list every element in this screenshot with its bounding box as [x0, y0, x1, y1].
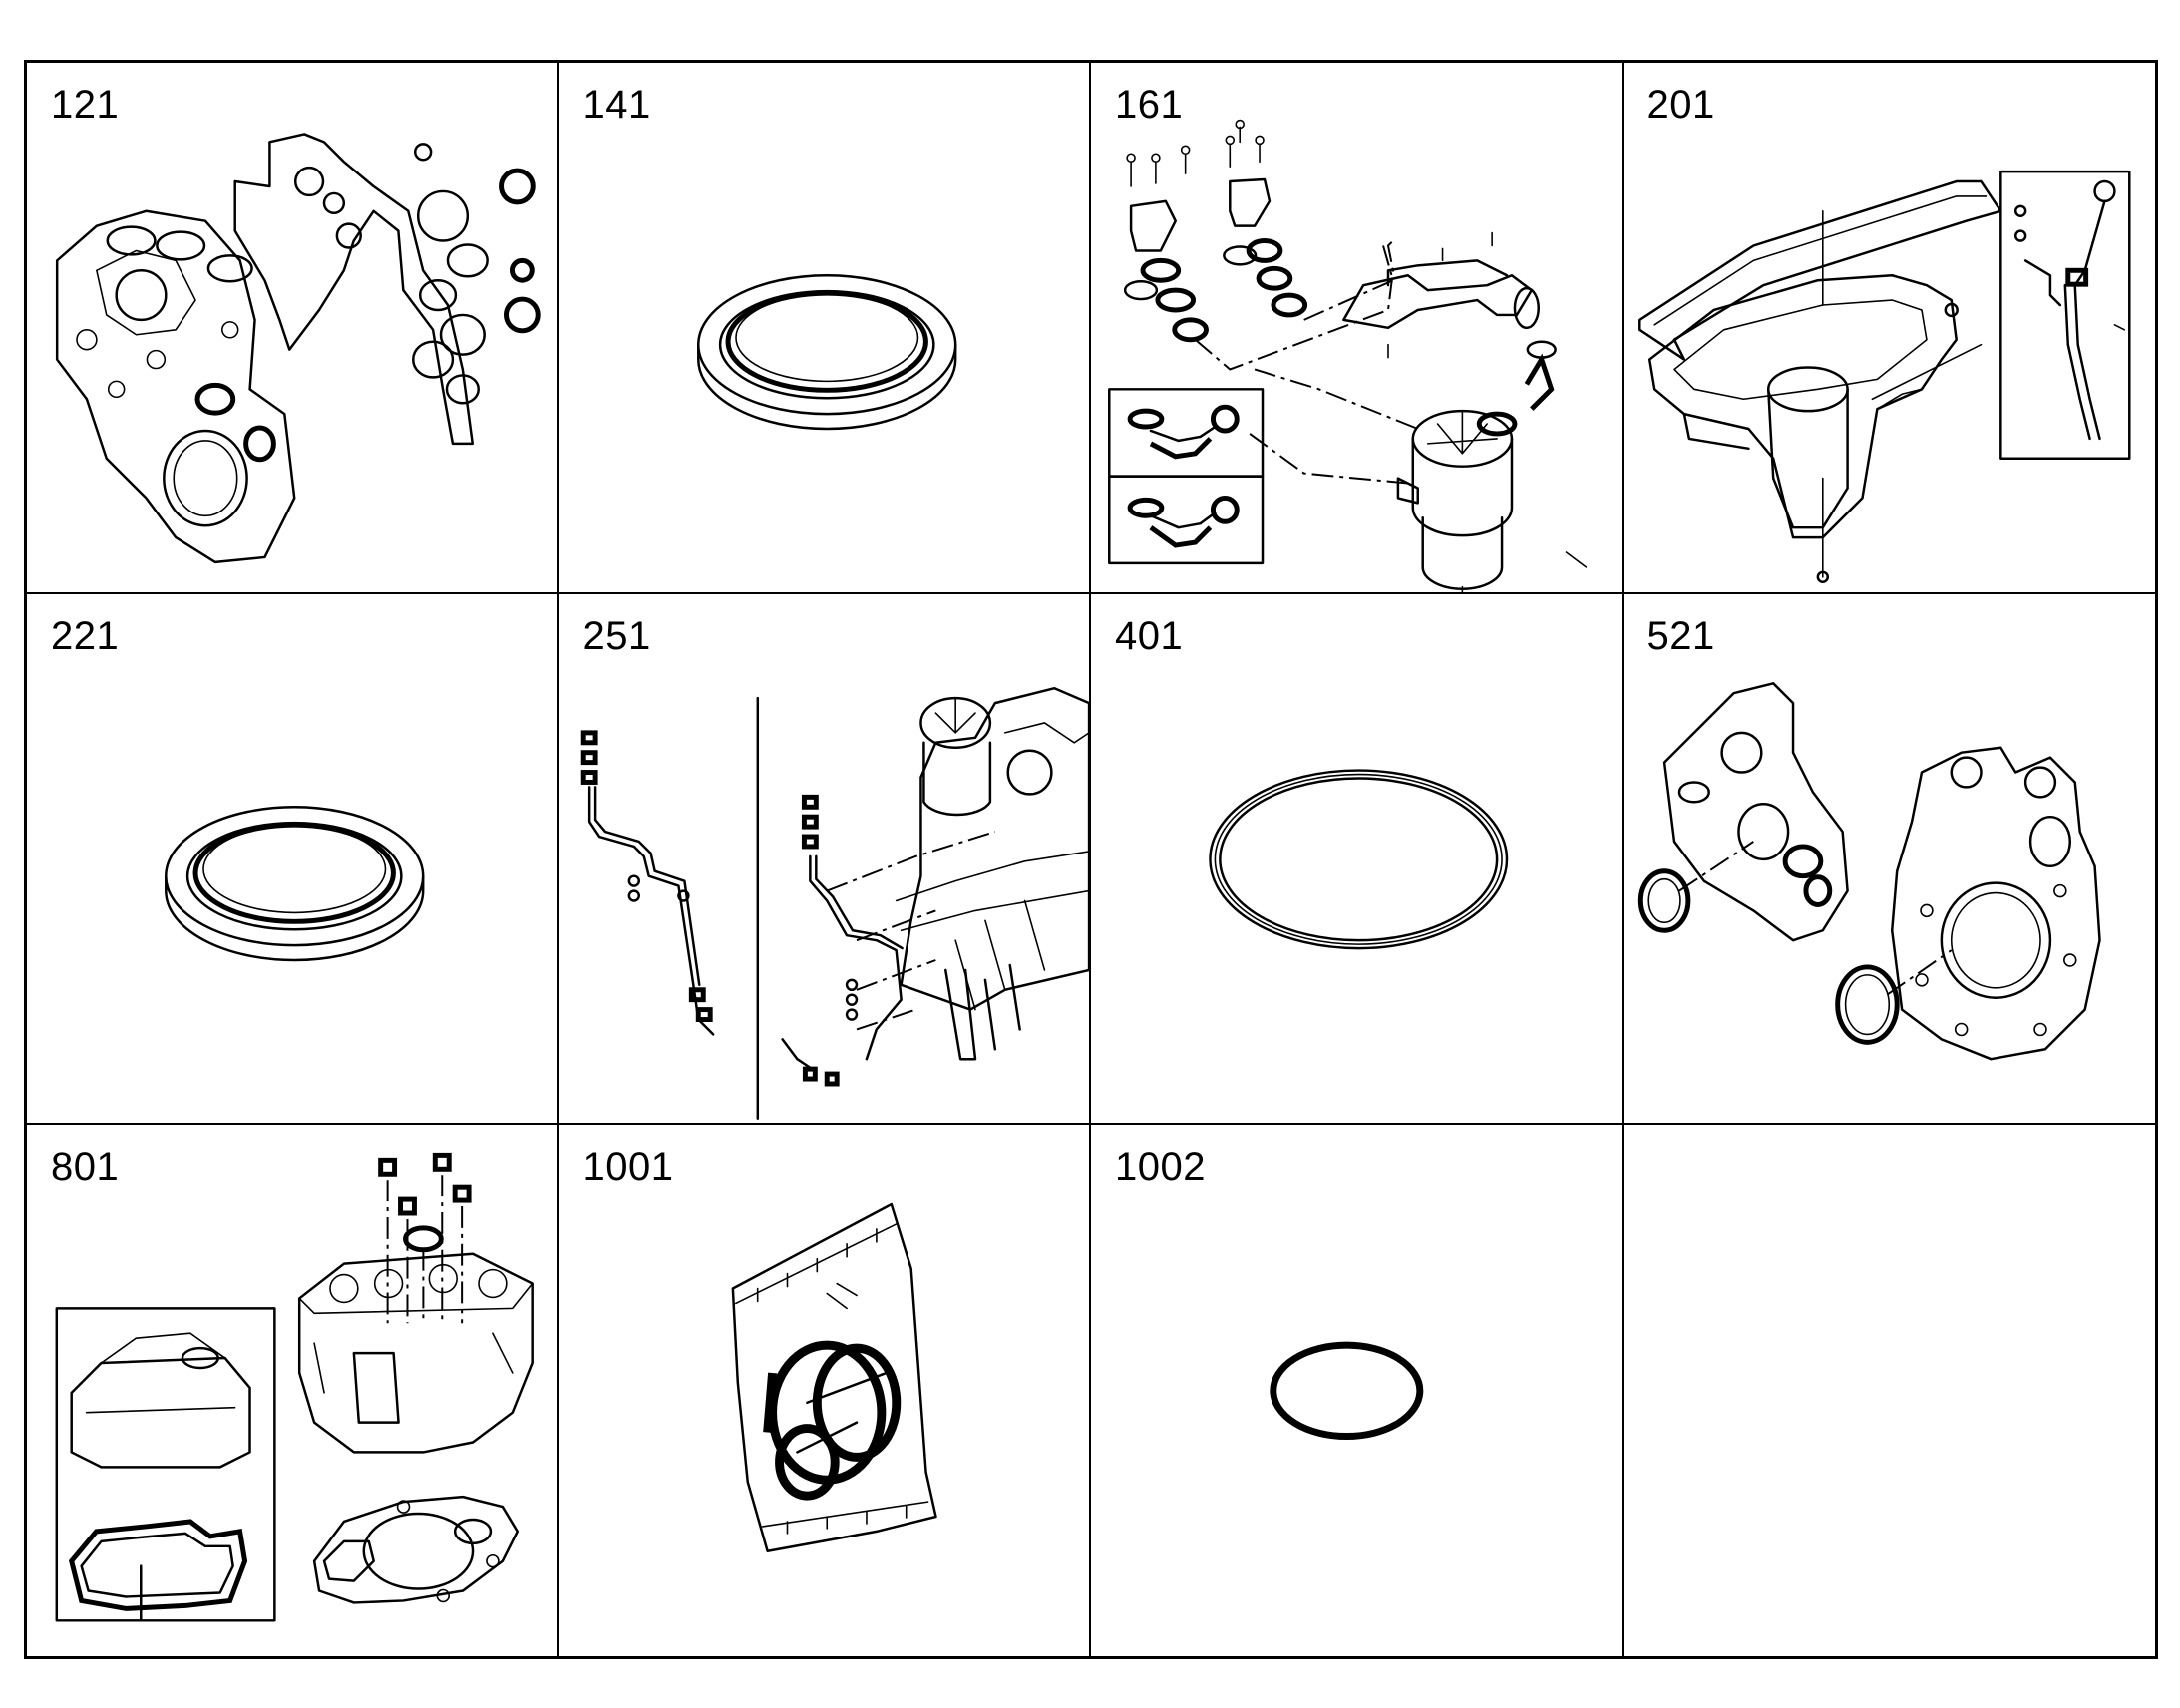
seal-ring-bag-icon: [731, 1203, 937, 1553]
part-cell-801[interactable]: 801: [27, 1125, 559, 1656]
part-cell-221[interactable]: 221: [27, 593, 559, 1126]
part-number-label: 1002: [1115, 1145, 1206, 1190]
part-number-label: 1001: [582, 1145, 674, 1190]
part-cell-161[interactable]: 161: [1091, 63, 1624, 594]
oil-pan-gasket-dipstick-icon: [1637, 170, 2131, 583]
radial-shaft-seal-icon: [165, 805, 425, 961]
part-cell-141[interactable]: 141: [558, 63, 1091, 594]
parts-grid: 121: [24, 60, 2158, 1659]
part-cell-1001[interactable]: 1001: [559, 1125, 1091, 1656]
part-cell-521[interactable]: 521: [1623, 594, 2155, 1126]
part-cell-401[interactable]: 401: [1091, 593, 1624, 1126]
part-number-label: 141: [582, 83, 651, 127]
part-number-label: 521: [1646, 613, 1715, 658]
part-number-label: 251: [582, 613, 651, 658]
part-number-label: 801: [51, 1145, 120, 1190]
oil-line-kit-icon: [580, 686, 1089, 1120]
oil-separator-hose-kit-icon: [1108, 119, 1588, 592]
empty-cell: [1624, 1125, 2156, 1656]
part-number-label: 221: [51, 613, 120, 658]
timing-cover-gasket-kit-icon: [55, 133, 541, 564]
o-ring-small-icon: [1270, 1341, 1424, 1441]
part-cell-121[interactable]: 121: [27, 63, 559, 594]
part-cell-201[interactable]: 201: [1623, 63, 2155, 594]
part-number-label: 121: [51, 83, 120, 127]
part-number-label: 201: [1646, 83, 1715, 127]
part-cell-251[interactable]: 251: [558, 593, 1091, 1126]
radial-shaft-seal-icon: [696, 274, 956, 431]
part-cell-1002[interactable]: 1002: [1091, 1125, 1624, 1656]
cylinder-head-gasket-kit-icon: [55, 1153, 534, 1622]
part-number-label: 401: [1115, 613, 1184, 658]
flywheel-housing-seal-icon: [1637, 681, 2101, 1061]
part-number-label: 161: [1115, 83, 1184, 127]
o-ring-icon: [1209, 768, 1509, 949]
